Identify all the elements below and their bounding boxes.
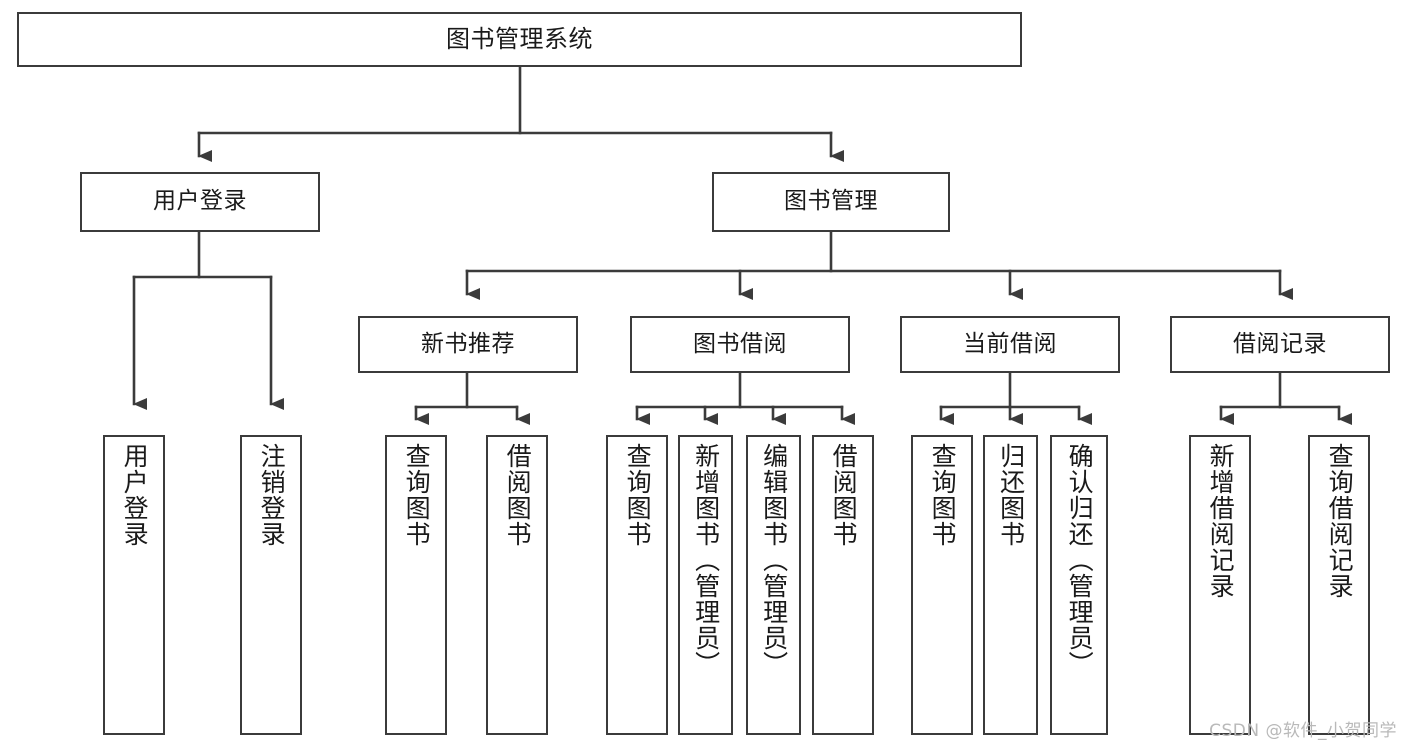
leaf-add-borrow-record[interactable]: 新增借阅记录 (1189, 435, 1251, 735)
node-label: 新书推荐 (421, 330, 515, 357)
node-user-login[interactable]: 用户登录 (80, 172, 320, 232)
node-label: 图书管理系统 (446, 25, 593, 54)
leaf-edit-book-admin[interactable]: 编辑图书（管理员） (746, 435, 801, 735)
node-label: 新增图书（管理员） (691, 443, 721, 677)
node-label: 查询图书 (623, 443, 653, 547)
leaf-user-login[interactable]: 用户登录 (103, 435, 165, 735)
leaf-query-borrow-record[interactable]: 查询借阅记录 (1308, 435, 1370, 735)
node-label: 查询图书 (402, 443, 432, 547)
node-label: 图书管理 (784, 188, 878, 215)
node-label: 查询图书 (928, 443, 958, 547)
node-label: 用户登录 (120, 443, 150, 547)
leaf-return-book[interactable]: 归还图书 (983, 435, 1038, 735)
node-borrow-record[interactable]: 借阅记录 (1170, 316, 1390, 373)
watermark-text: CSDN @软件_小贺同学 (1209, 721, 1397, 741)
node-label: 归还图书 (996, 443, 1026, 547)
node-current-borrow[interactable]: 当前借阅 (900, 316, 1120, 373)
leaf-borrow-book-recommend[interactable]: 借阅图书 (486, 435, 548, 735)
node-label: 注销登录 (257, 443, 287, 547)
node-label: 图书借阅 (693, 330, 787, 357)
node-label: 编辑图书（管理员） (759, 443, 789, 677)
node-new-book-recommend[interactable]: 新书推荐 (358, 316, 578, 373)
node-book-management[interactable]: 图书管理 (712, 172, 950, 232)
leaf-query-book-borrow[interactable]: 查询图书 (606, 435, 668, 735)
node-book-borrow[interactable]: 图书借阅 (630, 316, 850, 373)
node-label: 借阅图书 (503, 443, 533, 547)
node-label: 用户登录 (153, 188, 247, 215)
leaf-logout[interactable]: 注销登录 (240, 435, 302, 735)
node-label: 借阅记录 (1233, 330, 1327, 357)
node-label: 查询借阅记录 (1325, 443, 1355, 599)
node-label: 借阅图书 (829, 443, 859, 547)
leaf-borrow-book[interactable]: 借阅图书 (812, 435, 874, 735)
leaf-confirm-return-admin[interactable]: 确认归还（管理员） (1050, 435, 1108, 735)
leaf-query-book-current[interactable]: 查询图书 (911, 435, 973, 735)
leaf-query-book-recommend[interactable]: 查询图书 (385, 435, 447, 735)
node-label: 确认归还（管理员） (1065, 443, 1095, 677)
node-root-system[interactable]: 图书管理系统 (17, 12, 1022, 67)
node-label: 当前借阅 (963, 330, 1057, 357)
leaf-add-book-admin[interactable]: 新增图书（管理员） (678, 435, 733, 735)
node-label: 新增借阅记录 (1206, 443, 1236, 599)
